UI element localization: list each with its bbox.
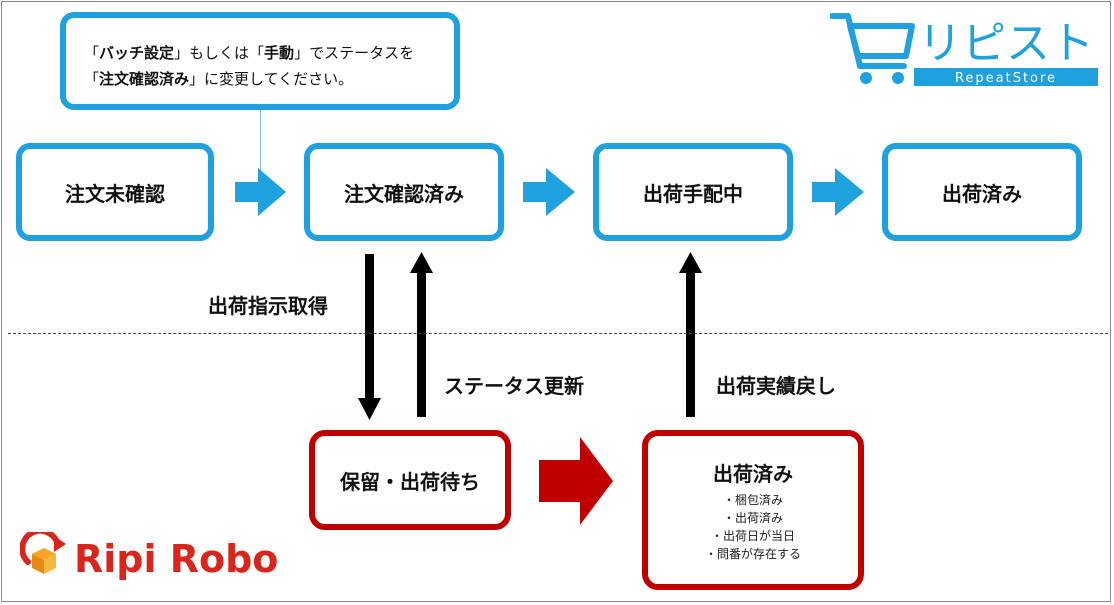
label-get-instruction: 出荷指示取得 <box>208 294 328 318</box>
status-unconfirmed-label: 注文未確認 <box>65 181 165 206</box>
status-confirmed-label: 注文確認済み <box>344 181 464 206</box>
warehouse-shipped-title: 出荷済み <box>713 461 793 486</box>
blue-arrow-2 <box>523 168 575 216</box>
status-warehouse-shipped: 出荷済み ・梱包済み ・出荷済み ・出荷日が当日 ・問番が存在する <box>642 430 864 590</box>
note-text-2: 」もしくは「 <box>174 44 265 62</box>
system-divider-line <box>8 333 1108 334</box>
warehouse-shipped-condition: ・出荷日が当日 <box>710 528 795 543</box>
status-shipped-label: 出荷済み <box>942 181 1022 206</box>
note-text-3: 」でステータスを「 <box>84 44 415 88</box>
status-arranging-label: 出荷手配中 <box>643 181 743 206</box>
red-arrow <box>539 437 613 525</box>
shopping-cart-icon <box>830 13 915 84</box>
repeatstore-logo-text: リピスト <box>918 18 1094 69</box>
status-hold-waiting: 保留・出荷待ち <box>309 430 511 530</box>
ripirobo-logo-text: Ripi Robo <box>74 537 278 581</box>
warehouse-shipped-condition: ・出荷済み <box>722 510 783 525</box>
status-hold-waiting-label: 保留・出荷待ち <box>340 469 480 494</box>
note-text-1: 「 <box>84 44 100 62</box>
note-bold-manual: 手動 <box>264 44 295 62</box>
repeatstore-logo: リピスト RepeatStore <box>830 13 1098 86</box>
status-unconfirmed: 注文未確認 <box>16 143 214 241</box>
note-connector-line <box>260 110 261 172</box>
label-status-update: ステータス更新 <box>444 374 584 398</box>
repeatstore-logo-sub: RepeatStore <box>955 71 1057 86</box>
warehouse-shipped-condition: ・問番が存在する <box>704 546 801 561</box>
up-arrow-result-return <box>679 252 702 417</box>
instruction-note: 「バッチ設定」もしくは「手動」でステータスを「注文確認済み」に変更してください。 <box>60 12 460 110</box>
ripirobo-logo: Ripi Robo <box>20 532 278 581</box>
warehouse-shipped-condition: ・梱包済み <box>722 492 783 507</box>
up-arrow-status-update <box>410 252 433 417</box>
blue-arrow-3 <box>812 168 864 216</box>
note-bold-confirmed: 注文確認済み <box>99 70 190 88</box>
box-arrow-icon <box>20 532 66 574</box>
down-arrow-get-instruction <box>358 254 381 420</box>
label-result-return: 出荷実績戻し <box>716 374 836 398</box>
blue-arrow-1 <box>235 168 286 216</box>
status-confirmed: 注文確認済み <box>304 143 504 241</box>
note-bold-batch: バッチ設定 <box>99 44 175 62</box>
status-arranging: 出荷手配中 <box>593 143 793 241</box>
note-text-4: 」に変更してください。 <box>189 70 354 88</box>
status-shipped: 出荷済み <box>882 143 1082 241</box>
